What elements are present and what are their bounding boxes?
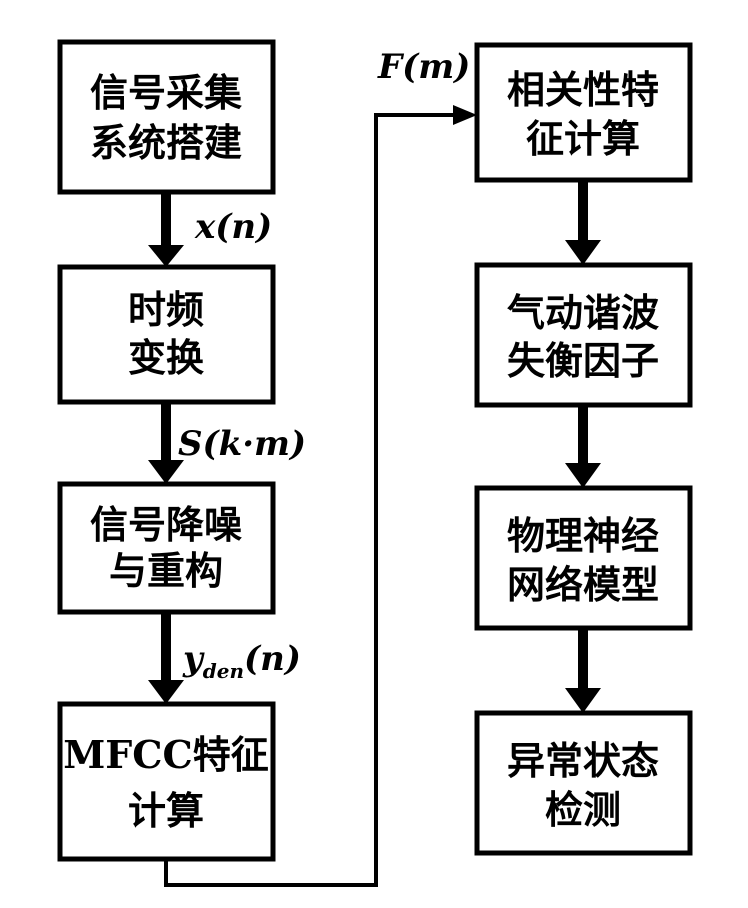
edge-label-y-tail: (n): [244, 639, 301, 679]
arrow-correlation-to-harmonic: [565, 180, 601, 265]
node-physical-nn-line2: 网络模型: [507, 562, 659, 607]
edge-label-x-n: x(n): [194, 207, 272, 247]
node-correlation-feature-line2: 征计算: [526, 116, 640, 161]
node-physical-nn: 物理神经 网络模型: [477, 488, 690, 628]
edge-label-y-den-n: yden(n): [182, 639, 301, 683]
node-signal-acquisition: 信号采集 系统搭建: [60, 42, 273, 192]
node-aerodynamic-harmonic-line2: 失衡因子: [507, 338, 659, 383]
node-signal-acquisition-line2: 系统搭建: [90, 120, 242, 165]
node-denoise-reconstruct-line2: 与重构: [109, 548, 223, 593]
node-time-frequency-line2: 变换: [128, 335, 204, 380]
node-denoise-reconstruct-line1: 信号降噪: [90, 502, 242, 547]
arrow-acq-to-tf: [148, 192, 184, 267]
node-aerodynamic-harmonic: 气动谐波 失衡因子: [477, 265, 690, 405]
node-time-frequency-line1: 时频: [128, 287, 204, 332]
node-anomaly-detection: 异常状态 检测: [477, 713, 690, 853]
arrow-denoise-to-mfcc: [148, 612, 184, 704]
node-mfcc-feature: MFCC特征 计算: [60, 704, 273, 859]
arrow-nn-to-anomaly: [565, 628, 601, 713]
arrow-harmonic-to-nn: [565, 405, 601, 488]
node-anomaly-detection-line1: 异常状态: [507, 738, 659, 783]
edge-label-s-km: S(k·m): [178, 424, 306, 464]
edge-label-f-m: F(m): [377, 47, 470, 87]
node-denoise-reconstruct: 信号降噪 与重构: [60, 484, 273, 612]
node-anomaly-detection-line2: 检测: [545, 787, 621, 832]
node-mfcc-feature-line1: MFCC特征: [63, 732, 269, 777]
node-physical-nn-line1: 物理神经: [507, 513, 659, 558]
node-mfcc-feature-line2: 计算: [128, 788, 204, 833]
node-time-frequency: 时频 变换: [60, 267, 273, 402]
edge-label-y-main: y: [182, 639, 205, 679]
node-correlation-feature: 相关性特 征计算: [477, 45, 690, 180]
edge-label-y-sub: den: [203, 659, 244, 683]
node-aerodynamic-harmonic-line1: 气动谐波: [507, 290, 659, 335]
node-signal-acquisition-line1: 信号采集: [90, 70, 242, 115]
node-correlation-feature-line1: 相关性特: [507, 67, 659, 112]
